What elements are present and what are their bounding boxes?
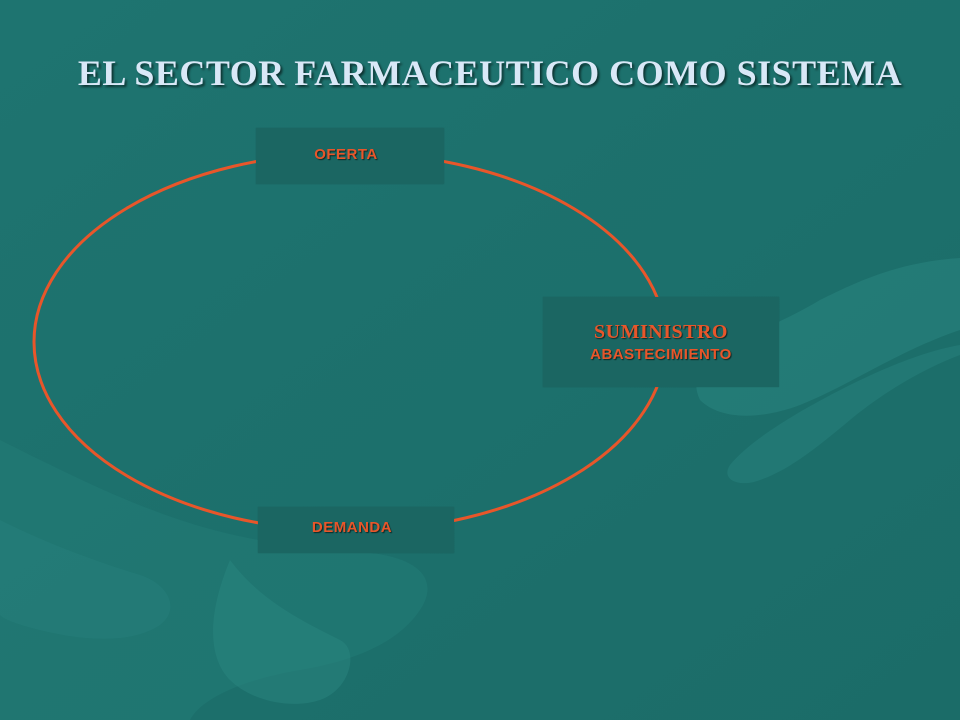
node-suministro-label: SUMINISTRO	[594, 321, 728, 343]
slide-title: EL SECTOR FARMACEUTICO COMO SISTEMA	[77, 53, 903, 93]
node-suministro-abastecimiento: SUMINISTRO ABASTECIMIENTO	[543, 297, 779, 387]
node-demanda-label: DEMANDA	[311, 519, 393, 536]
node-oferta-label: OFERTA	[314, 146, 378, 163]
node-demanda: DEMANDA	[258, 507, 454, 553]
node-oferta: OFERTA	[256, 128, 444, 184]
node-abastecimiento-label: ABASTECIMIENTO	[590, 346, 732, 363]
